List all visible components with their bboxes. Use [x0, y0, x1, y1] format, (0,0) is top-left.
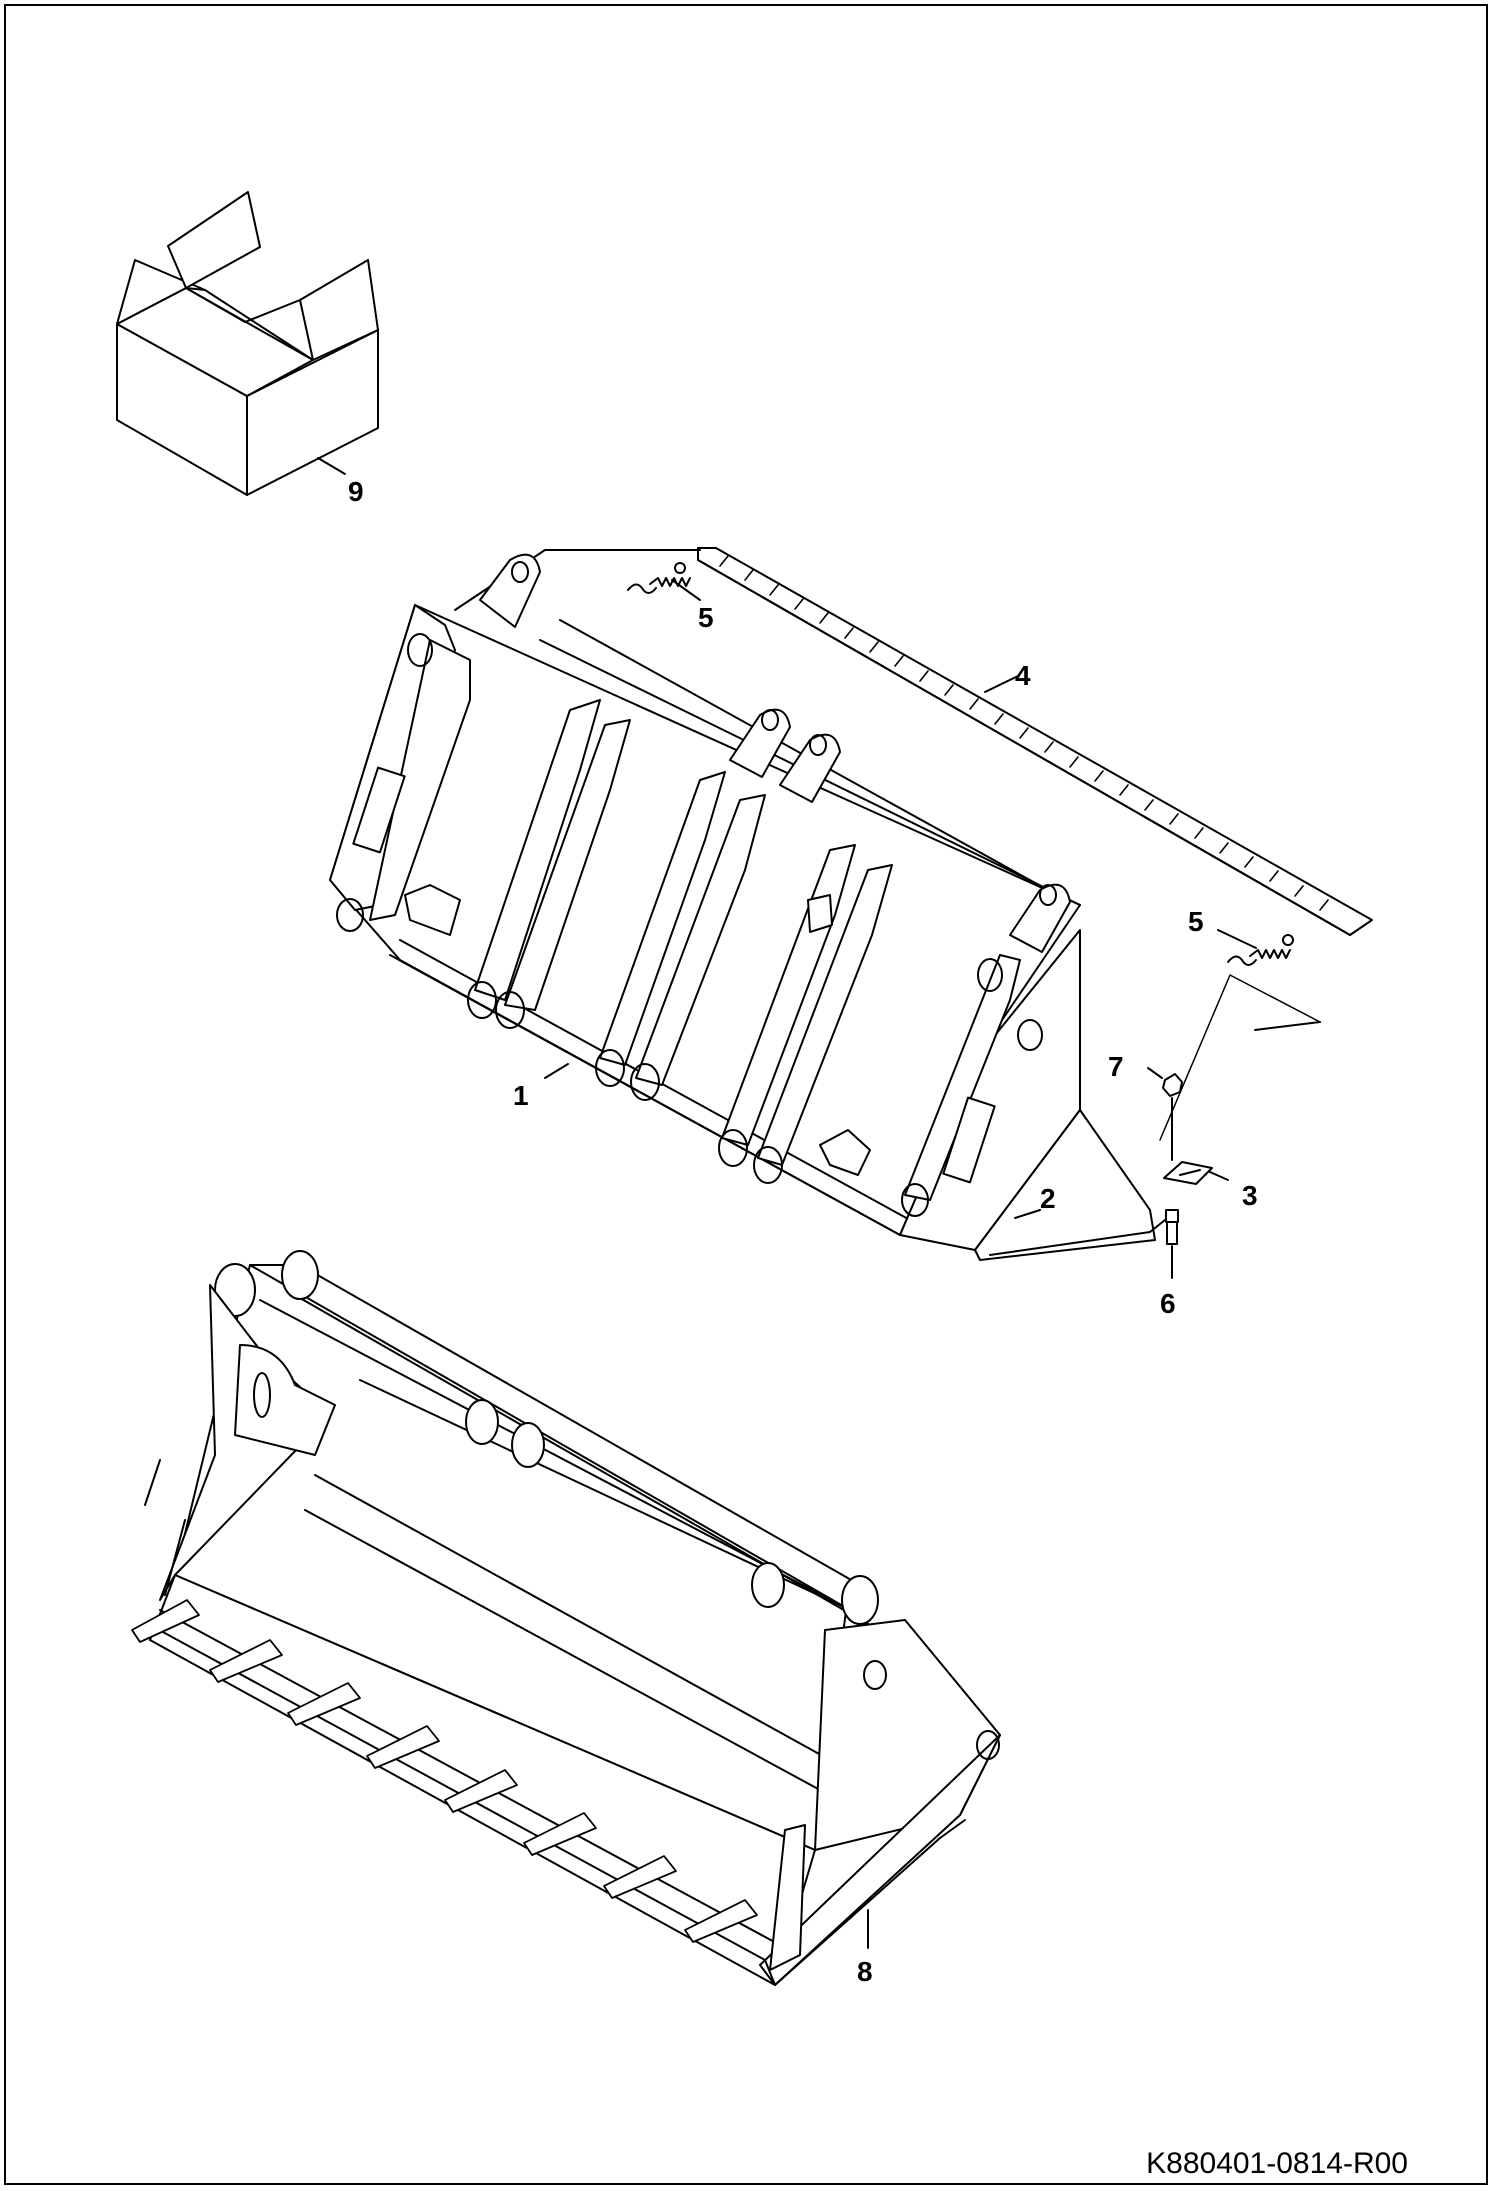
- leader-7: [1148, 1068, 1162, 1078]
- nut-part: [1163, 1074, 1182, 1160]
- clip-part: [1164, 1162, 1212, 1184]
- box-part: [117, 192, 378, 495]
- callout-9: 9: [348, 476, 364, 507]
- strip-part: [698, 548, 1372, 935]
- leader-5b: [1218, 930, 1256, 948]
- callout-1: 1: [513, 1080, 529, 1111]
- callout-7: 7: [1108, 1051, 1124, 1082]
- leader-bracket: [1160, 975, 1320, 1140]
- callout-6: 6: [1160, 1288, 1176, 1319]
- leader-1: [545, 1064, 568, 1078]
- leader-5a: [672, 580, 700, 600]
- leader-9: [318, 458, 345, 474]
- coupler-frame-part: [330, 550, 1165, 1260]
- callout-4: 4: [1015, 660, 1031, 691]
- bolt-part: [1166, 1210, 1178, 1244]
- spring-part-upper: [628, 563, 690, 593]
- leader-2: [1015, 1210, 1040, 1218]
- callout-5-lower: 5: [1188, 906, 1204, 937]
- callout-2: 2: [1040, 1183, 1056, 1214]
- spring-part-lower: [1228, 935, 1293, 965]
- leader-4: [985, 676, 1018, 692]
- leader-3: [1210, 1172, 1228, 1180]
- document-code: K880401-0814-R00: [1146, 2147, 1408, 2180]
- callout-3: 3: [1242, 1180, 1258, 1211]
- callout-5-upper: 5: [698, 602, 714, 633]
- bucket-part: [132, 1251, 1000, 1985]
- callout-8: 8: [857, 1956, 873, 1987]
- leader-extra-dash: [1255, 1022, 1320, 1030]
